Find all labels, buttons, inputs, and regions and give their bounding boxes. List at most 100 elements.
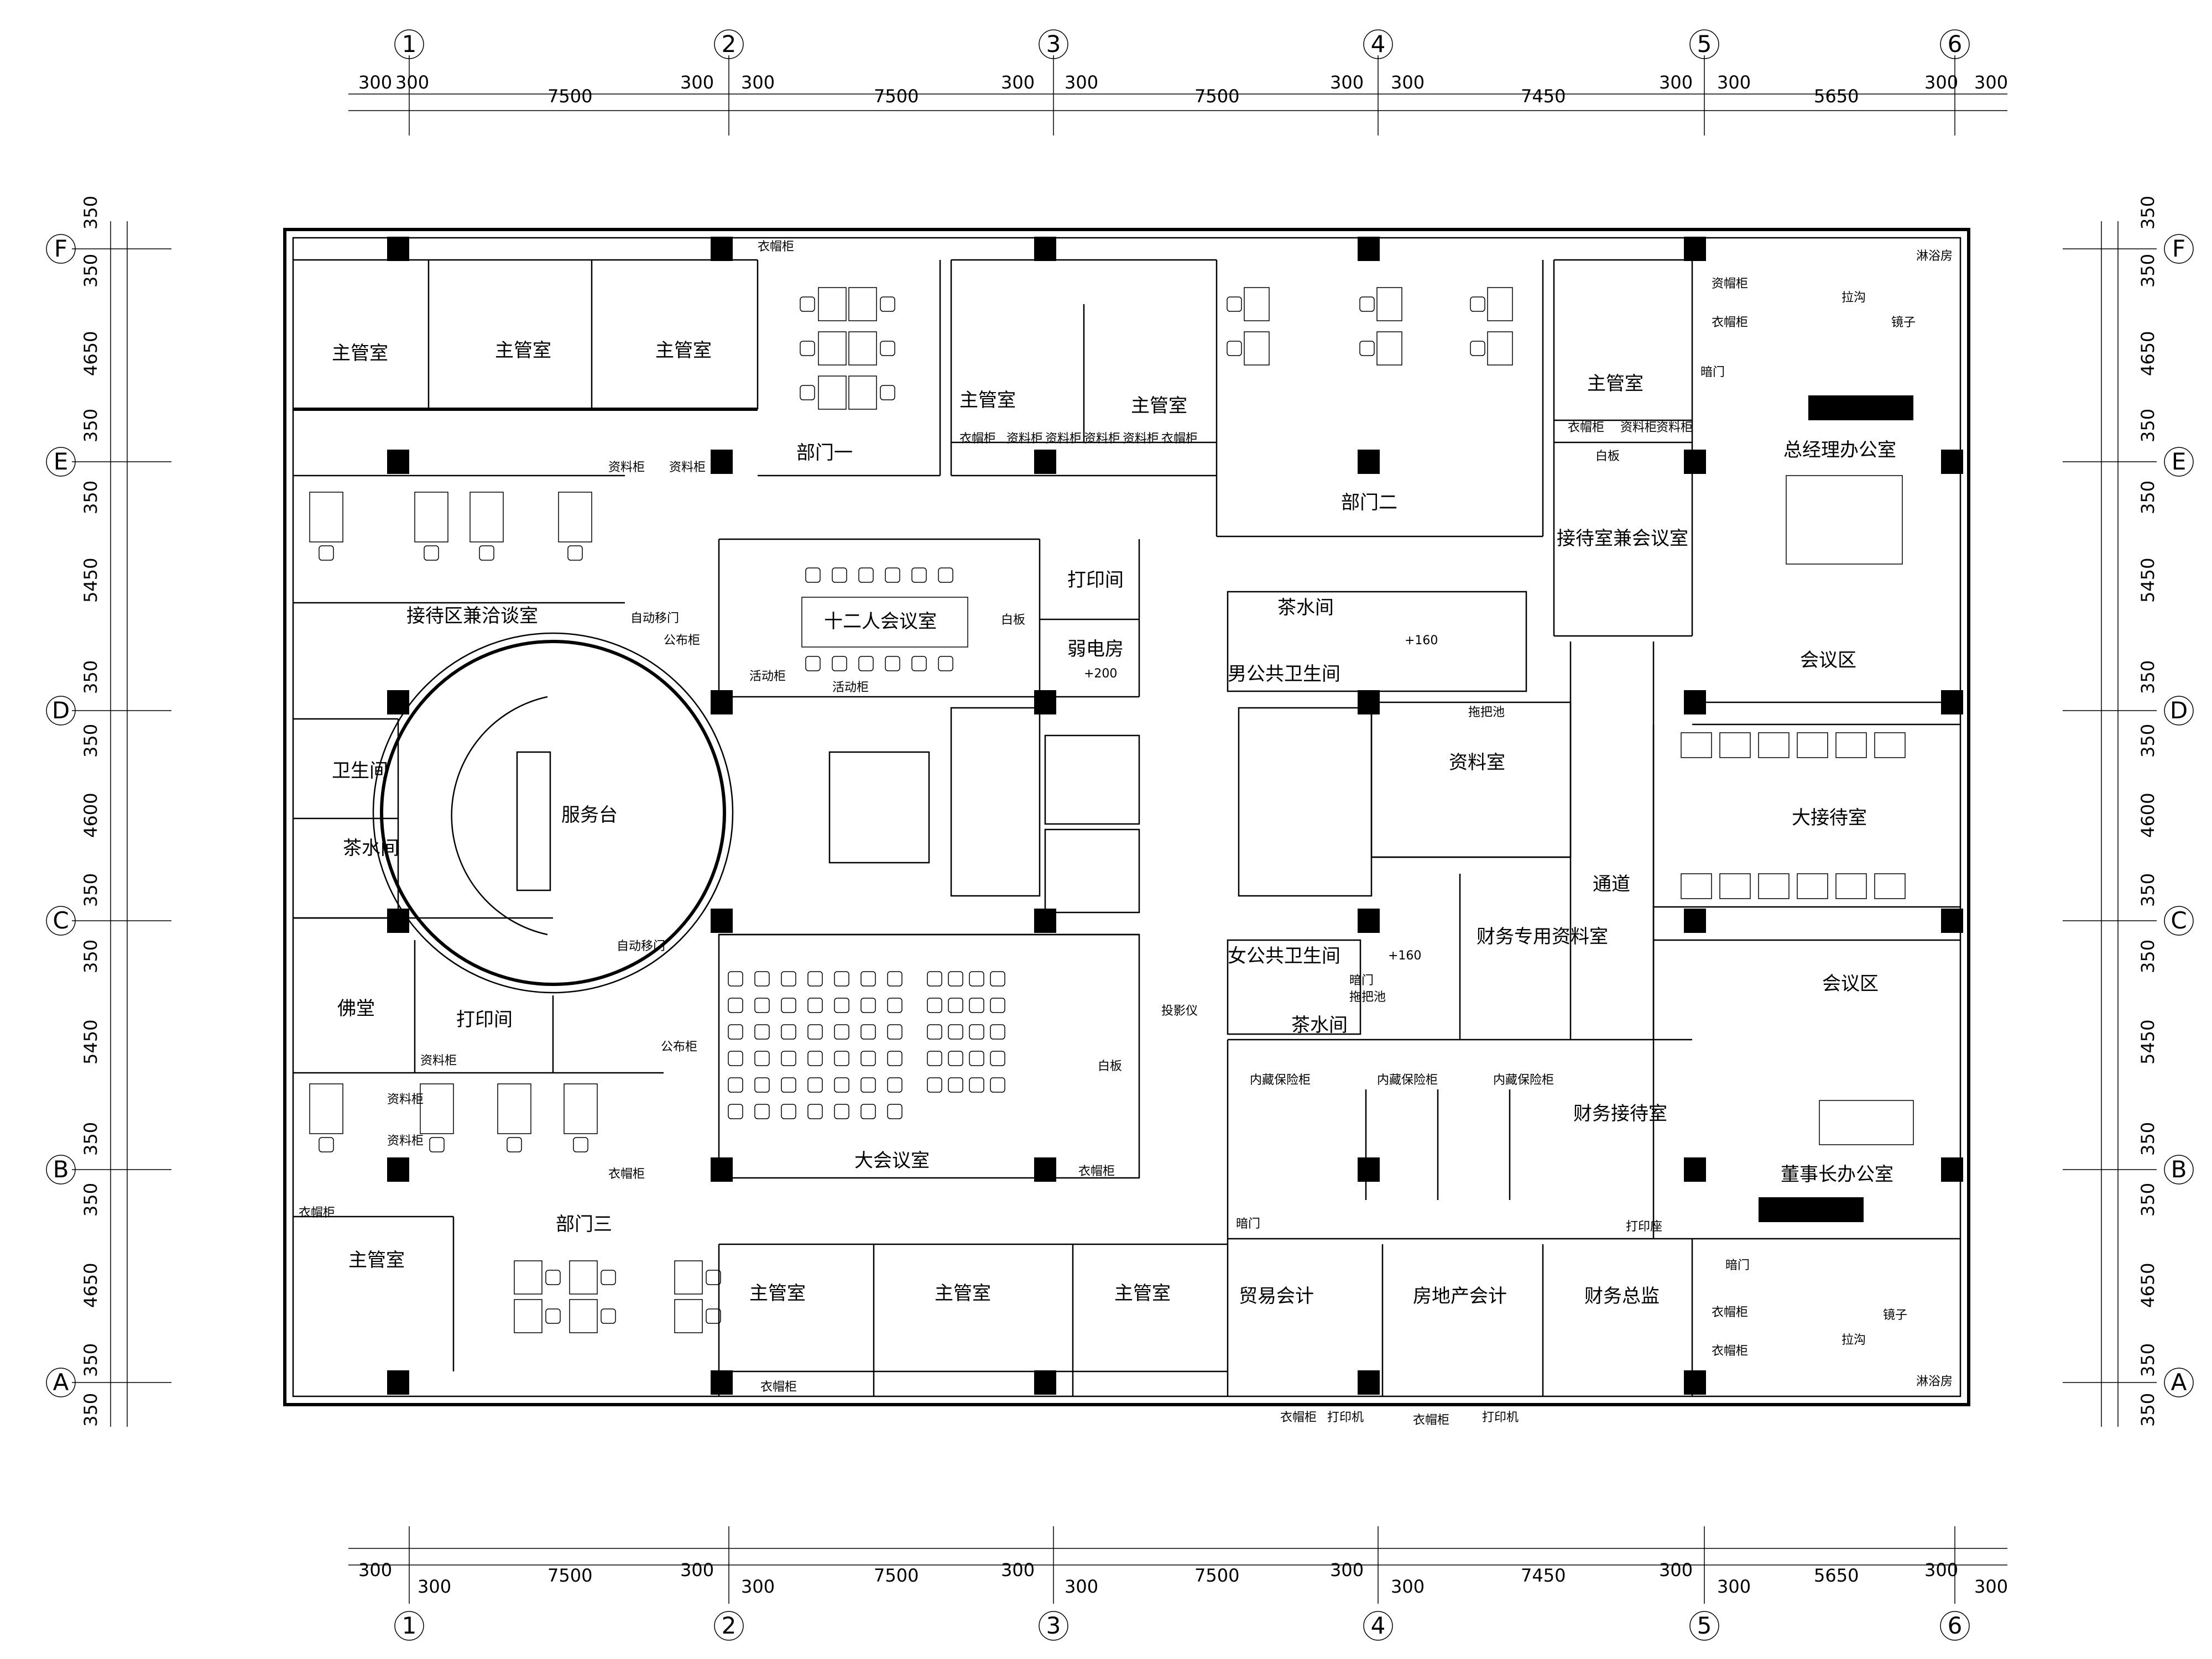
structural-column [1941,1157,1963,1182]
level-label: +160 [1405,634,1438,648]
desk [569,1260,598,1295]
room-label: 部门一 [796,442,853,464]
dim-text: 350 [2137,254,2158,288]
room-label: 主管室 [348,1249,405,1271]
axis-bubble: C [46,906,76,936]
axis-label: A [53,1369,69,1396]
desk [1487,331,1513,366]
level-label: +160 [1388,949,1421,963]
level-label: +200 [1084,667,1117,681]
chair [601,1308,616,1324]
room-label: 十二人会议室 [824,611,937,633]
room-label: 会议区 [1800,649,1856,671]
chair [573,1137,588,1152]
axis-label: 1 [402,1612,417,1639]
room-label: 主管室 [495,340,551,362]
desk [497,1083,531,1134]
dim-text: 300 [1924,1559,1958,1580]
chair [990,1077,1005,1093]
desk [848,331,877,366]
structural-column [1684,1370,1706,1395]
annotations: 衣帽柜 资料柜 资料柜 衣帽柜 资料柜 资料柜 资料柜 资料柜 衣帽柜 衣帽柜 … [299,240,1953,1427]
structural-column [1358,909,1380,933]
desk [1874,873,1906,899]
structural-column [1941,450,1963,474]
dim-text: 7500 [547,86,592,107]
cabinet-label: 衣帽柜 [1712,316,1748,330]
dim-text: 4650 [80,331,101,376]
room-label: 茶水间 [1291,1014,1348,1036]
dim-text: 5450 [80,558,101,603]
dim-text: 350 [2137,724,2158,758]
desk [1874,732,1906,758]
desk [1819,1100,1914,1145]
chair [911,656,927,671]
dim-text: 5650 [1814,86,1859,107]
axis-label: 4 [1371,30,1386,58]
door-label: 自动移门 [617,940,665,953]
cabinet-label: 衣帽柜 [1568,421,1604,435]
dim-text: 4600 [80,793,101,838]
chair [927,998,942,1013]
printer-label: 打印机 [1327,1411,1364,1425]
structural-column [1034,237,1056,261]
dim-text: 350 [80,1122,101,1156]
dim-text: 300 [1391,1576,1425,1597]
axis-bubble: 1 [394,29,424,59]
chair [781,971,796,987]
chair [969,1051,984,1066]
desk [1719,873,1751,899]
chair [860,1051,876,1066]
dim-text: 5650 [1814,1565,1859,1586]
dim-labels-right: 350 350 4650 350 350 5450 350 350 4600 3… [2137,196,2158,1427]
axis-bubble: B [2164,1155,2194,1185]
desk [1797,732,1828,758]
dim-text: 350 [2137,1393,2158,1427]
chair [1470,296,1485,312]
room-label: 女公共卫生间 [1228,945,1340,967]
dim-text: 300 [1659,1559,1693,1580]
chair [887,1051,902,1066]
axis-bubble: D [2164,696,2194,726]
room-label: 佛堂 [337,998,375,1020]
desk [1681,732,1712,758]
dim-text: 300 [1717,72,1751,93]
chair [807,971,823,987]
dim-text: 300 [741,1576,775,1597]
chair [424,545,439,561]
chair [887,1104,902,1119]
structural-column [1684,237,1706,261]
chair [1227,296,1242,312]
executive-desk [1759,1197,1864,1222]
room-label: 部门二 [1341,492,1397,514]
cabinet-label: 内藏保险柜 [1377,1073,1438,1087]
chair [948,1024,963,1040]
dim-text: 350 [80,481,101,514]
structural-column [387,237,409,261]
chair [754,1104,770,1119]
chair [807,998,823,1013]
fixture-label: 拉沟 [1841,291,1866,305]
dim-text: 350 [80,724,101,758]
axis-label: B [2171,1156,2187,1183]
desk [818,331,847,366]
axis-label: 2 [722,30,737,58]
structural-column [1941,690,1963,714]
cabinet-label: 公布柜 [664,634,700,648]
chair [860,971,876,987]
room-label: 资料室 [1449,752,1505,774]
structural-column [1034,450,1056,474]
axis-bubble: 4 [1363,1611,1393,1641]
chair [805,567,821,583]
dimension-chain-right [2101,221,2119,1427]
dim-text: 350 [80,409,101,442]
axis-bubble: D [46,696,76,726]
dim-text: 350 [2137,940,2158,973]
desk [1719,732,1751,758]
axis-bubble: 2 [714,1611,744,1641]
room-label: 董事长办公室 [1781,1164,1893,1186]
dim-text: 350 [2137,196,2158,229]
dim-text: 300 [395,72,429,93]
axis-label: 5 [1697,1612,1712,1639]
dim-text: 350 [80,940,101,973]
